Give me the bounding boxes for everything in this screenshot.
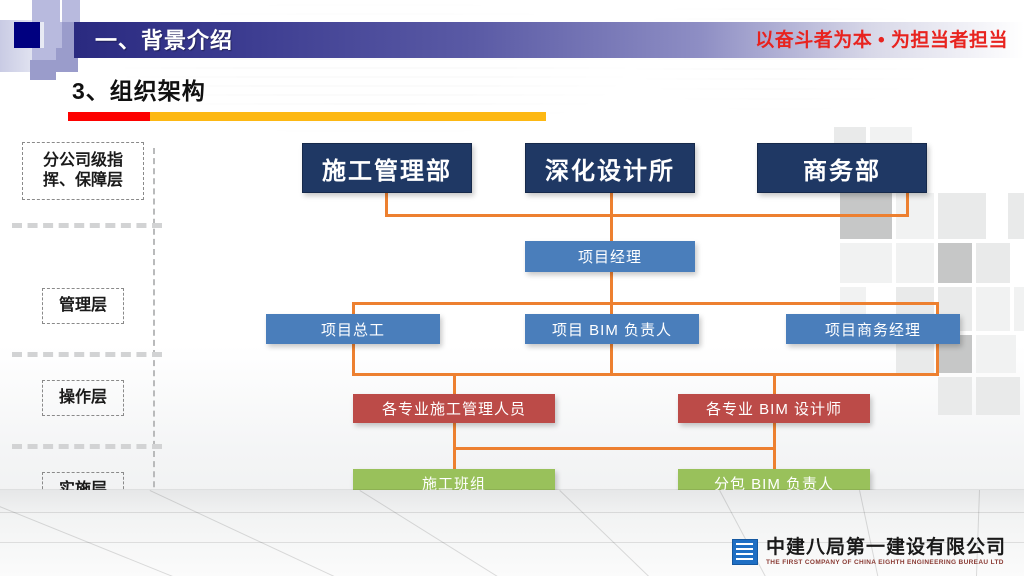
connector-execution-1-down: [453, 447, 456, 469]
connector-leads-bus: [352, 302, 939, 305]
floor-edge: [0, 489, 1024, 490]
perspective-floor: [0, 490, 1024, 576]
connector-lead-2-bottom: [610, 342, 613, 375]
org-node-project-manager[interactable]: 项目经理: [525, 241, 695, 272]
connector-dept-3-down: [906, 193, 909, 217]
company-logo-icon: [731, 538, 758, 565]
connector-operator-2-bottom: [773, 422, 776, 449]
header-deco-square-navy: [14, 22, 40, 48]
company-slogan: 以奋斗者为本 • 为担当者担当: [755, 30, 1008, 51]
header-deco-square-3: [44, 22, 62, 48]
header-deco-square-2: [62, 0, 80, 22]
org-node-label: 项目 BIM 负责人: [551, 321, 672, 339]
connector-lead-1-down: [352, 302, 355, 316]
org-node-label: 项目经理: [577, 249, 642, 266]
company-logo-text: 中建八局第一建设有限公司 THE FIRST COMPANY OF CHINA …: [766, 538, 1006, 567]
underline-yellow: [150, 112, 546, 121]
connector-execution-bus: [453, 447, 775, 450]
org-node-commerce-dept[interactable]: 商务部: [757, 143, 927, 193]
background-square-pattern: [834, 127, 1024, 505]
org-node-project-bim-lead[interactable]: 项目 BIM 负责人: [525, 314, 699, 344]
level-divider-3: [12, 444, 162, 449]
org-node-label: 各专业施工管理人员: [381, 401, 526, 418]
org-node-label: 各专业 BIM 设计师: [705, 401, 842, 418]
connector-lead-1-bottom: [352, 342, 355, 375]
connector-operator-1-bottom: [453, 422, 456, 449]
header-deco-square-7: [30, 60, 56, 80]
company-logo: 中建八局第一建设有限公司 THE FIRST COMPANY OF CHINA …: [731, 538, 1006, 567]
underline-red: [68, 112, 150, 121]
connector-operator-1-down: [453, 373, 456, 395]
connector-operator-2-down: [773, 373, 776, 395]
level-label-management: 管理层: [42, 288, 124, 324]
org-node-project-commerce-manager[interactable]: 项目商务经理: [786, 314, 960, 344]
background-globe-right: [520, 0, 1024, 130]
org-node-project-chief-engineer[interactable]: 项目总工: [266, 314, 440, 344]
org-node-label: 深化设计所: [545, 157, 675, 185]
connector-execution-2-down: [773, 447, 776, 469]
org-node-discipline-construction-staff[interactable]: 各专业施工管理人员: [353, 394, 555, 423]
connector-to-project-manager: [610, 214, 613, 242]
org-node-label: 商务部: [803, 157, 881, 185]
connector-lead-2-down: [610, 302, 613, 316]
section-header-bar: [74, 22, 1024, 58]
connector-dept-2-down: [610, 193, 613, 217]
org-node-label: 项目总工: [320, 321, 385, 339]
connector-pm-down: [610, 271, 613, 303]
header-deco-square-6: [56, 48, 78, 72]
page-title: 一、背景介绍: [95, 28, 234, 53]
org-node-construction-management-dept[interactable]: 施工管理部: [302, 143, 472, 193]
org-node-label: 施工管理部: [322, 157, 452, 185]
org-node-label: 项目商务经理: [824, 321, 921, 339]
company-name-en: THE FIRST COMPANY OF CHINA EIGHTH ENGINE…: [765, 558, 1004, 566]
level-label-text: 管理层: [58, 297, 107, 314]
connector-operators-bus: [352, 373, 939, 376]
org-node-detail-design-institute[interactable]: 深化设计所: [525, 143, 695, 193]
org-node-label: 施工班组: [421, 476, 486, 493]
level-label-text: 分公司级指挥、保障层: [42, 152, 123, 189]
level-label-operation: 操作层: [42, 380, 124, 416]
sub-title: 3、组织架构: [72, 78, 206, 104]
header-deco-square-1: [32, 0, 60, 22]
connector-dept-bus: [385, 214, 909, 217]
org-node-label: 分包 BIM 负责人: [713, 476, 834, 493]
company-name-cn: 中建八局第一建设有限公司: [765, 536, 1006, 558]
level-divider-1: [12, 223, 162, 228]
org-node-discipline-bim-designers[interactable]: 各专业 BIM 设计师: [678, 394, 870, 423]
connector-dept-1-down: [385, 193, 388, 217]
level-label-text: 操作层: [58, 389, 107, 406]
level-label-branch-command: 分公司级指挥、保障层: [22, 142, 144, 200]
level-divider-2: [12, 352, 162, 357]
connector-lead-3-bottom: [936, 342, 939, 375]
connector-lead-3-down: [936, 302, 939, 316]
